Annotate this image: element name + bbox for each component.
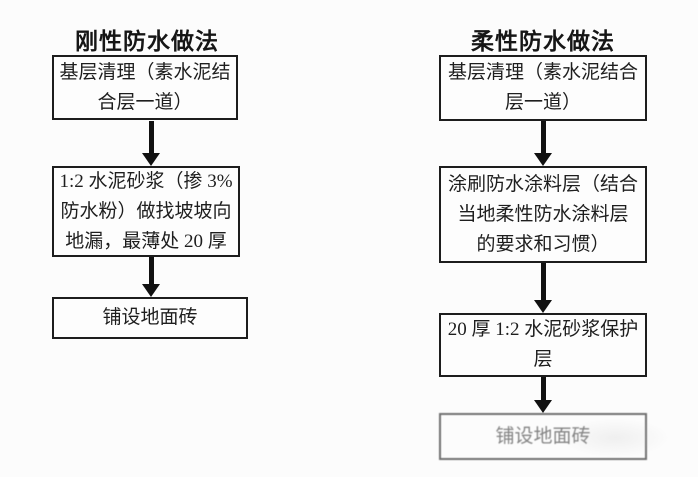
rigid-step-floor-tiles: 铺设地面砖 xyxy=(52,297,248,339)
flexible-step-base-cleaning: 基层清理（素水泥结合 层一道） xyxy=(439,55,647,121)
arrow-stem xyxy=(540,263,546,300)
arrow-down-icon xyxy=(534,121,552,166)
arrow-head xyxy=(534,300,552,313)
flexible-step-floor-tiles: 铺设地面砖 xyxy=(439,413,647,460)
arrow-stem xyxy=(540,121,546,153)
arrow-down-icon xyxy=(534,263,552,313)
arrow-down-icon xyxy=(142,257,160,297)
flexible-step-protective-layer: 20 厚 1:2 水泥砂浆保护 层 xyxy=(439,313,647,377)
arrow-stem xyxy=(540,377,546,400)
rigid-step-base-cleaning: 基层清理（素水泥结 合层一道） xyxy=(52,55,238,120)
arrow-head xyxy=(142,153,160,166)
flexible-flow-title: 柔性防水做法 xyxy=(471,29,615,54)
arrow-down-icon xyxy=(142,121,160,166)
rigid-step-cement-mortar: 1:2 水泥砂浆（掺 3% 防水粉）做找坡坡向 地漏，最薄处 20 厚 xyxy=(52,166,240,257)
arrow-down-icon xyxy=(534,377,552,413)
arrow-head xyxy=(142,284,160,297)
arrow-head xyxy=(534,153,552,166)
arrow-stem xyxy=(148,121,154,153)
arrow-head xyxy=(534,400,552,413)
arrow-stem xyxy=(148,257,154,284)
rigid-flow-title: 刚性防水做法 xyxy=(75,29,219,54)
flexible-step-coating-layer: 涂刷防水涂料层（结合 当地柔性防水涂料层 的要求和习惯） xyxy=(439,166,647,263)
